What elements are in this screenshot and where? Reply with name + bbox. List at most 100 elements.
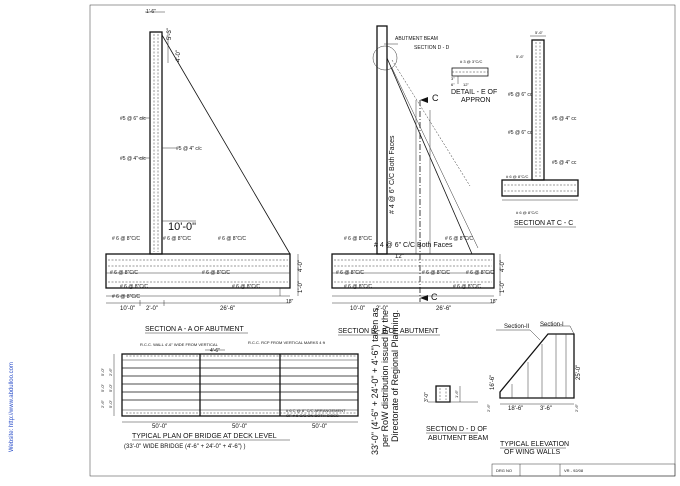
deck-outline <box>121 353 359 417</box>
plan-subtitle: (33'-0" WIDE BRIDGE (4'-6" + 24'-0" + 4'… <box>124 444 245 450</box>
aa-bar-d7: # 6 @ 8"C/C <box>232 284 260 290</box>
detail-circle <box>372 45 398 71</box>
cc-bar-b5: # 6 @ 8"C/C <box>506 174 528 179</box>
cc-bar-b4: #5 @ 4" cc <box>552 160 577 166</box>
bb-dim-slab: 12" <box>395 254 404 260</box>
row-note-line3: Directorate of Regional Planning. <box>390 310 400 442</box>
wing-sec2: Section-II <box>504 324 530 330</box>
bb-dim-right3: 18" <box>490 299 498 305</box>
wing-title2: OF WING WALLS <box>504 449 560 456</box>
section-cc-title: SECTION AT C - C <box>514 220 573 227</box>
aa-bar-d8: # 6 @ 8"C/C <box>112 294 140 300</box>
wing-w1: 18'-6" <box>508 406 523 412</box>
cc-dim-top: 5'-6" <box>535 30 544 35</box>
aa-bar-b2: #5 @ 4" c/c <box>176 146 202 152</box>
plan-dim-3: 50'-0" <box>312 424 327 430</box>
detail-e-d1: 3" <box>451 76 455 81</box>
plan-top-note2: R.C.C. RCP FROM VERTICAL MARKS 4 ft <box>248 340 326 345</box>
bb-bar-d6: # 6 @ 8"C/C <box>453 284 481 290</box>
bb-bar-d7: # 6 @ 8"C/C <box>466 270 494 276</box>
aa-dim-top1: 1'-6" <box>146 9 156 15</box>
sheet-border <box>89 4 676 477</box>
row-note-line2: per RoW distribution issued by the <box>380 310 390 447</box>
bb-vertical-label: # 4 @ 6" C/C Both Faces <box>389 135 396 214</box>
bb-dim-bot2: 2'-0" <box>376 306 388 312</box>
bb-bar-d1: # 6 @ 8"C/C <box>344 236 372 242</box>
bb-bar-d2: # 6 @ 8"C/C <box>445 236 473 242</box>
aa-bar-b1: #5 @ 6" c/c <box>120 116 146 122</box>
plan-left-dim-2: 5'-0" <box>108 399 113 408</box>
plan-left-dim-1: 2'-6" <box>100 399 105 408</box>
cut-c-top: C <box>432 93 439 103</box>
plan-top-note1: R.C.C. WALL 4'-6" WIDE FROM VERTICAL <box>140 342 219 347</box>
bb-dim-right1: 4'-0" <box>500 260 506 272</box>
bb-beam-label: ABUTMENT BEAM <box>395 36 438 42</box>
aa-dim-bot2: 2'-0" <box>146 306 158 312</box>
detail-e-title1: DETAIL - E OF <box>451 89 497 96</box>
bb-dim-bot1: 10'-0" <box>350 306 365 312</box>
detail-e-drawing <box>451 67 489 84</box>
dd-dim1: 3'-0" <box>424 392 430 402</box>
aa-bar-d5: # 6 @ 8"C/C <box>202 270 230 276</box>
wing-w2: 3'-6" <box>540 406 552 412</box>
section-dd-drawing <box>428 385 478 403</box>
plan-dim-1: 50'-0" <box>152 424 167 430</box>
row-note: 33'-0" (4'-6" + 24'-0" + 4'-6") taken as… <box>370 307 400 455</box>
plan-top-dim: 4'-6" <box>210 348 220 354</box>
wing-b1: 2'-6" <box>486 403 491 412</box>
aa-dim-mid: 4'-0" <box>176 50 182 62</box>
wing-title1: TYPICAL ELEVATION <box>500 441 569 448</box>
cc-bar-b1: #5 @ 6" cc <box>508 92 533 98</box>
bb-bar-d5: # 6 @ 8"C/C <box>344 284 372 290</box>
section-dd-title2: ABUTMENT BEAM <box>428 435 488 442</box>
website-link[interactable]: Website: http://www.abdulloo.com <box>9 362 15 452</box>
aa-bar-d3: # 6 @ 8"C/C <box>218 236 246 242</box>
title-block <box>491 463 676 477</box>
title-block-drg: DRG NO <box>496 468 512 473</box>
aa-bar-d6: # 6 @ 8"C/C <box>120 284 148 290</box>
plan-dim-2: 50'-0" <box>232 424 247 430</box>
abutment-stem <box>149 31 163 255</box>
wing-wall-drawing <box>496 325 575 405</box>
wing-h1: 16'-6" <box>490 375 496 390</box>
plan-title: TYPICAL PLAN OF BRIDGE AT DECK LEVEL <box>132 433 277 440</box>
aa-bar-d1: # 6 @ 8"C/C <box>112 236 140 242</box>
bb-bar-d3: # 6 @ 8"C/C <box>336 270 364 276</box>
aa-dim-right1: 4'-0" <box>298 260 304 272</box>
bb-horizontal-label: # 4 @ 6" C/C Both Faces <box>374 242 453 249</box>
detail-e-d3: 12" <box>463 82 469 87</box>
aa-dim-bot1: 10'-0" <box>120 306 135 312</box>
bb-base-slab <box>331 253 495 289</box>
wing-sec1: Section-I <box>540 322 564 328</box>
section-aa-title: SECTION A - A OF ABUTMENT <box>145 326 245 333</box>
bb-dim-right2: 1'-0" <box>500 281 506 293</box>
cc-dim-side: 5'-6" <box>516 54 525 59</box>
detail-e-d2: 6" <box>451 82 455 87</box>
section-cc-drawing <box>501 35 579 201</box>
backfill-slope <box>161 34 291 255</box>
cc-bar-b3: #5 @ 6" cc <box>508 130 533 136</box>
bb-bar-d4: # 6 @ 8"C/C <box>422 270 450 276</box>
row-note-line1: 33'-0" (4'-6" + 24'-0" + 4'-6") taken as <box>370 307 380 455</box>
section-dd-title1: SECTION D - D OF <box>426 426 487 433</box>
bb-sec-dd-ref: SECTION D - D <box>414 45 450 51</box>
title-block-ref: VR - 92/08 <box>564 468 584 473</box>
detail-e-bar: # 3 @ 3"C/C <box>460 59 482 64</box>
plan-drawing <box>113 349 359 423</box>
base-slab <box>105 253 291 289</box>
section-bb-drawing <box>331 25 501 304</box>
wing-h2: 25'-0" <box>576 365 582 380</box>
plan-left-dim-4: 5'-0" <box>108 383 113 392</box>
bb-dim-bot3: 26'-6" <box>436 306 451 312</box>
plan-note1: # 6 C @ 8" C/C ARRANGEMENT <box>286 408 346 413</box>
wing-b2: 2'-6" <box>574 403 579 412</box>
section-aa-drawing <box>105 11 299 306</box>
aa-bar-d4: # 6 @ 8"C/C <box>110 270 138 276</box>
plan-left-dim-3: 5'-0" <box>100 383 105 392</box>
aa-dim-right2: 1'-0" <box>298 281 304 293</box>
plan-note2: OF # 6 C/C ON BOTH SIDES <box>286 413 339 418</box>
cc-bar-b2: #5 @ 4" cc <box>552 116 577 122</box>
cut-c-bottom: C <box>431 292 438 302</box>
bb-stem <box>376 25 388 255</box>
